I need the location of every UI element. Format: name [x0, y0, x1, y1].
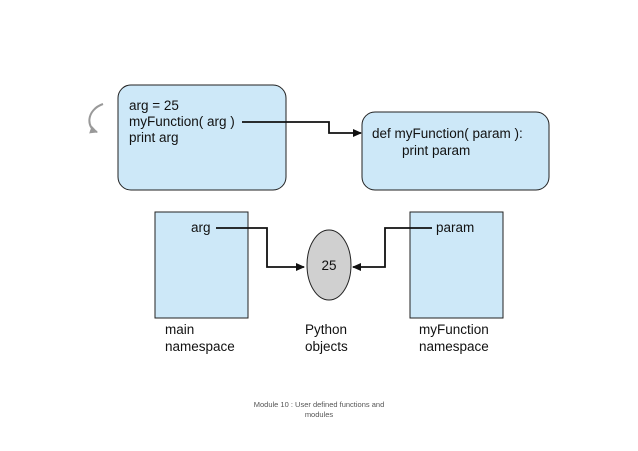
- execution-loop-arrow: [88, 103, 104, 134]
- main-code-line-1: arg = 25: [129, 98, 179, 113]
- footer-line-1: Module 10 : User defined functions and: [253, 400, 385, 409]
- slide-footer: Module 10 : User defined functions and m…: [219, 400, 419, 420]
- function-code-line-2: print param: [402, 143, 471, 158]
- python-object-value: 25: [321, 258, 337, 273]
- function-namespace-caption-2: namespace: [419, 339, 489, 354]
- main-namespace-box: [154, 211, 249, 319]
- python-object-25: [306, 229, 352, 301]
- main-code-line-3: print arg: [129, 130, 179, 145]
- function-namespace-variable: param: [436, 220, 475, 235]
- python-objects-caption-2: objects: [305, 339, 348, 354]
- call-arrow: [242, 121, 362, 137]
- main-namespace-variable: arg: [191, 220, 211, 235]
- python-objects-caption-1: Python: [305, 322, 348, 337]
- main-namespace-caption-1: main: [165, 322, 195, 337]
- main-namespace-caption-2: namespace: [165, 339, 235, 354]
- function-namespace-caption-1: myFunction: [419, 322, 489, 337]
- main-code-line-2: myFunction( arg ): [129, 114, 235, 129]
- arg-reference-arrow: [216, 227, 305, 271]
- function-code-line-1: def myFunction( param ):: [372, 126, 523, 141]
- function-namespace-box: [409, 211, 504, 319]
- function-code-box: [361, 111, 550, 191]
- main-code-box: [117, 84, 287, 191]
- param-reference-arrow: [352, 227, 432, 271]
- footer-line-2: modules: [304, 410, 334, 419]
